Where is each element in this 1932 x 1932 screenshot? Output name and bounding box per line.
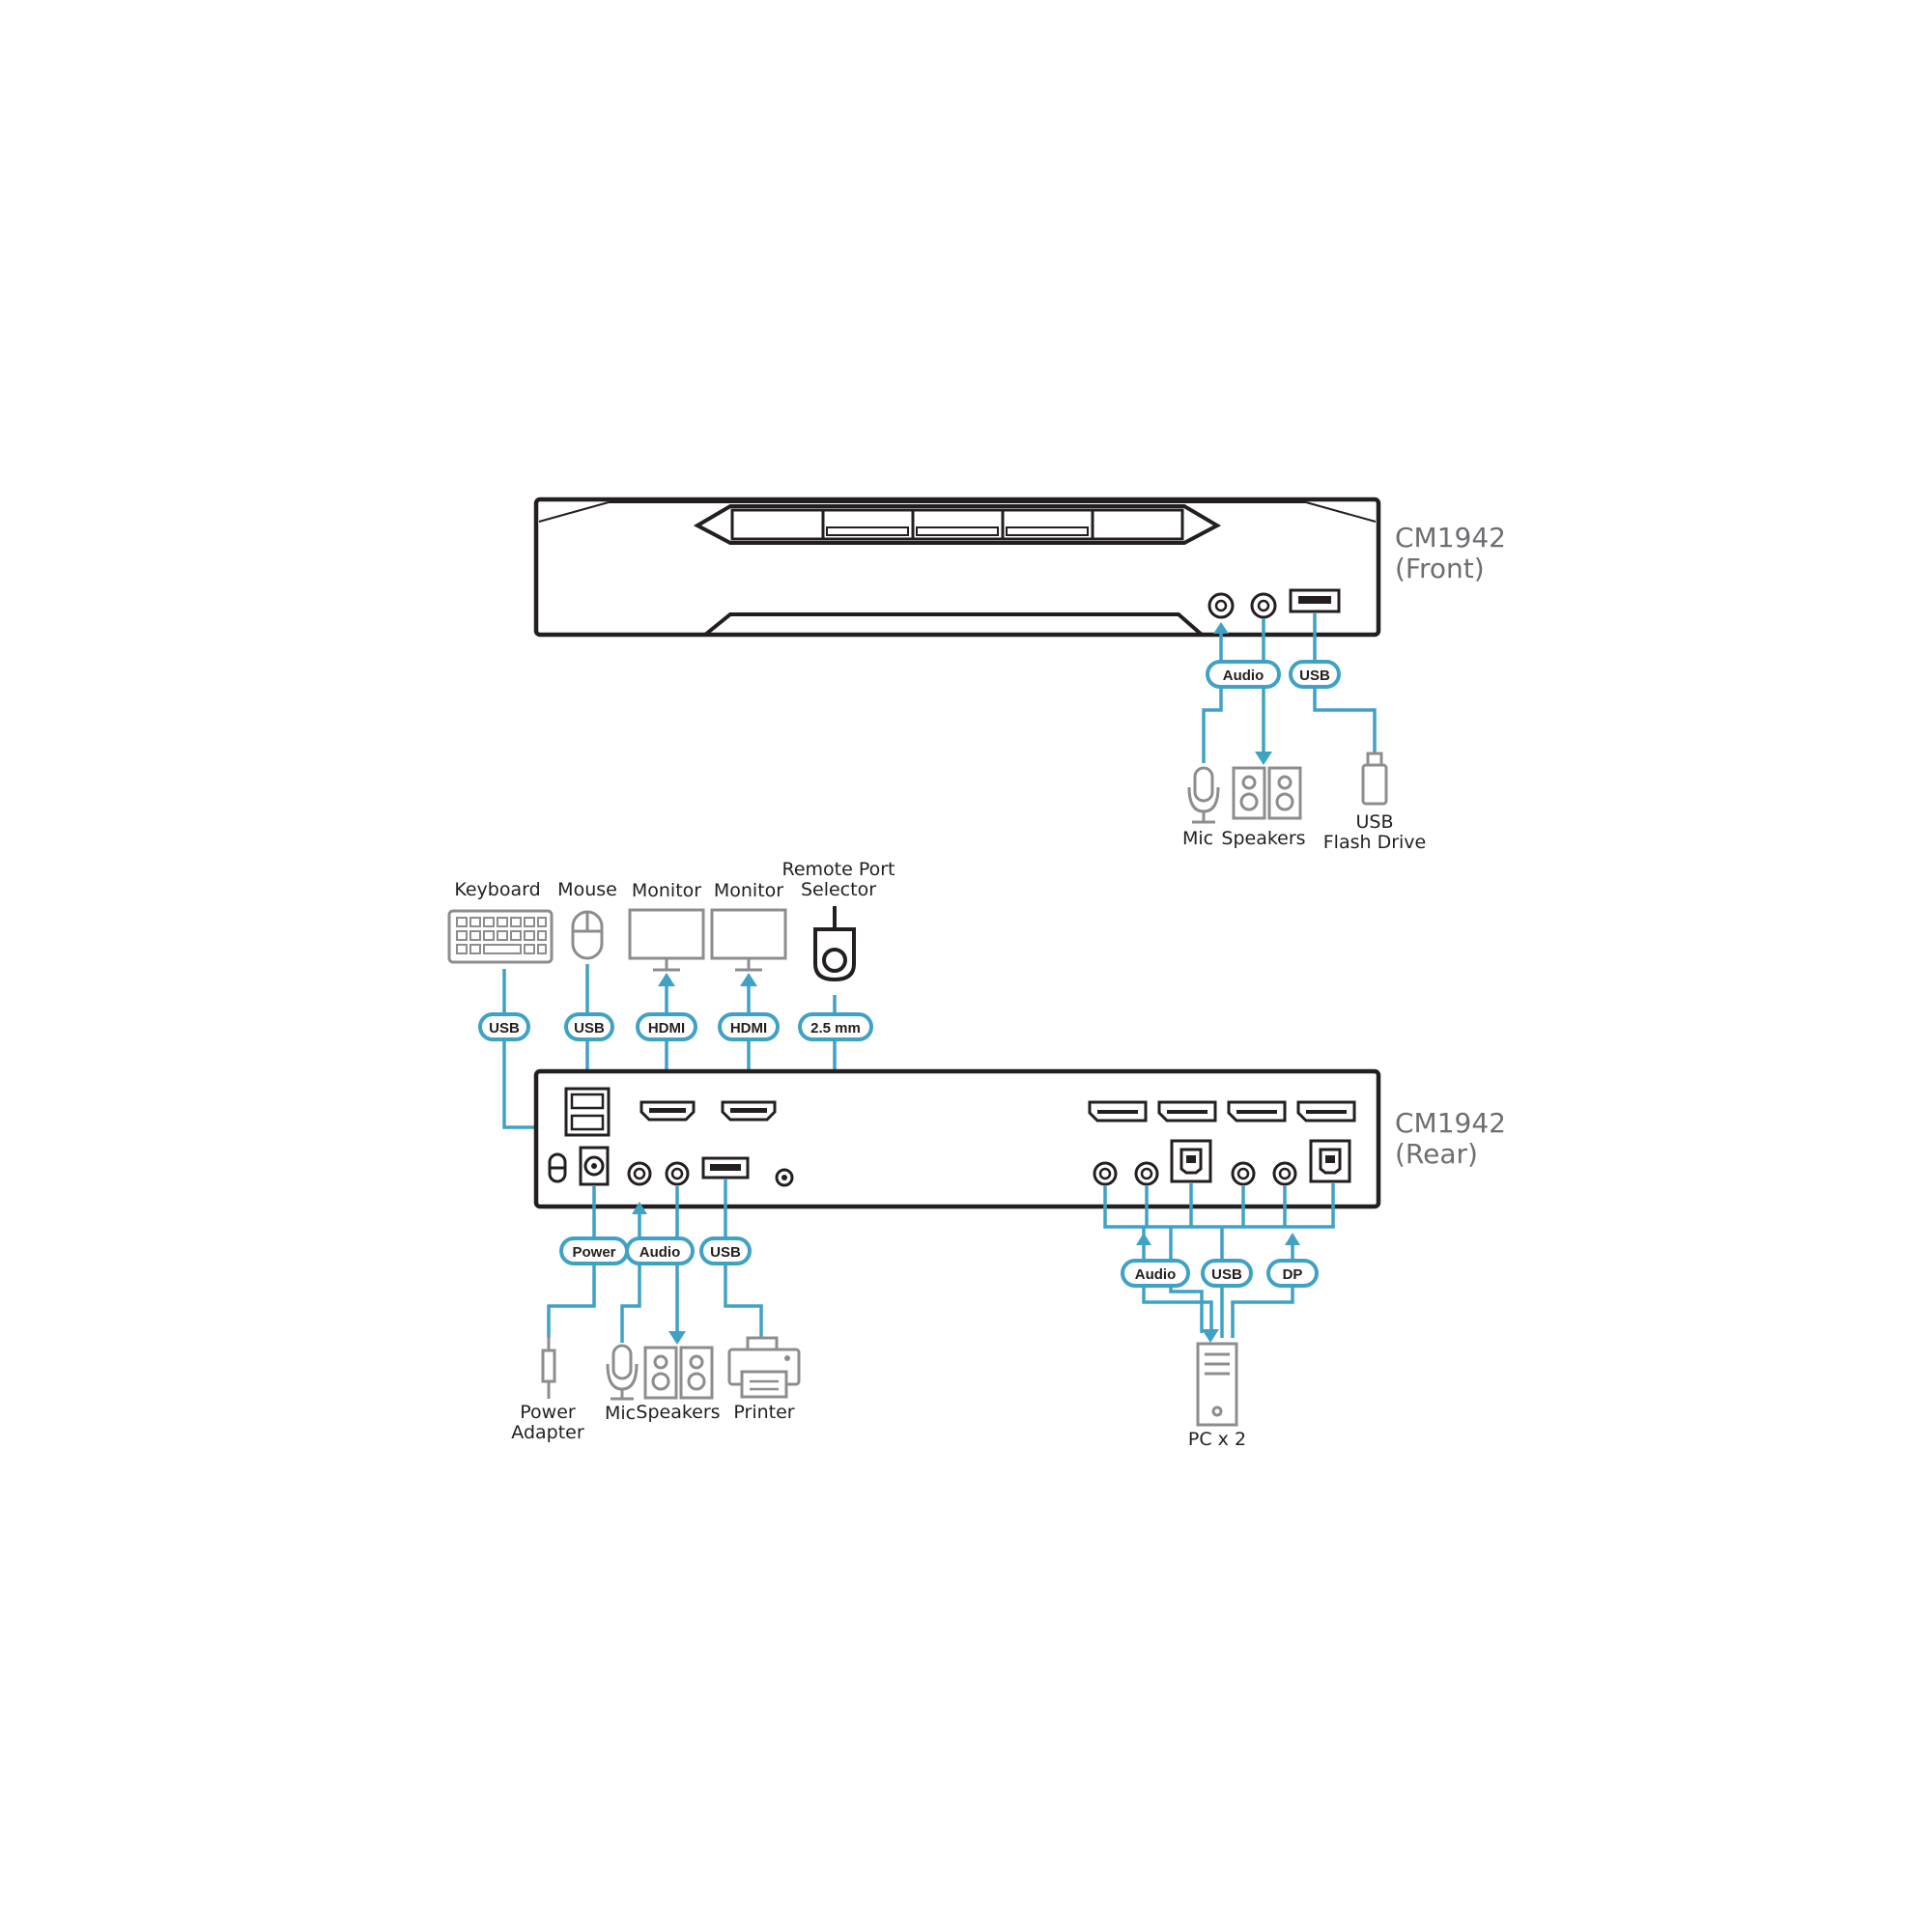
mouse-icon xyxy=(571,910,604,960)
power-adapter-label-2: Adapter xyxy=(511,1422,584,1443)
usb-flash-label-1: USB xyxy=(1355,811,1393,833)
dp-port-2-icon xyxy=(1157,1100,1217,1122)
rear-audio-connector-pill: Audio xyxy=(625,1236,695,1265)
printer-label: Printer xyxy=(733,1402,794,1423)
svg-text:Audio: Audio xyxy=(1135,1266,1177,1283)
front-usb-connector-pill: USB xyxy=(1289,660,1341,689)
monitor2-label: Monitor xyxy=(714,880,783,901)
svg-text:USB: USB xyxy=(1211,1266,1242,1283)
pc-usb-connector-pill: USB xyxy=(1201,1259,1253,1288)
rear-console-usb-ports-icon xyxy=(564,1087,611,1137)
keyboard-label: Keyboard xyxy=(454,879,540,900)
printer-icon xyxy=(727,1336,801,1399)
port-button-1[interactable] xyxy=(826,526,909,536)
svg-text:USB: USB xyxy=(710,1244,741,1261)
mouse-usb-pill: USB xyxy=(564,1012,614,1041)
front-view-label: (Front) xyxy=(1395,553,1485,584)
front-usb-port-icon xyxy=(1289,588,1341,613)
rear-speakers-label: Speakers xyxy=(636,1402,720,1423)
rear-speaker-jack-icon xyxy=(665,1161,690,1186)
rear-panel xyxy=(533,1068,1381,1209)
remote-label-1: Remote Port xyxy=(781,859,895,880)
svg-text:USB: USB xyxy=(489,1020,520,1037)
rear-bottom-cables xyxy=(547,1179,1335,1345)
svg-text:Audio: Audio xyxy=(639,1244,681,1261)
rear-usb-port-icon xyxy=(701,1156,750,1179)
pc1-usb-b-port-icon xyxy=(1170,1139,1212,1183)
rear-speakers-icon xyxy=(643,1346,714,1400)
front-speakers-label: Speakers xyxy=(1221,828,1305,849)
monitor2-hdmi-pill: HDMI xyxy=(718,1012,780,1041)
pc1-speaker-jack-icon xyxy=(1134,1161,1159,1186)
remote-label-2: Selector xyxy=(801,879,876,900)
monitor1-hdmi-pill: HDMI xyxy=(636,1012,697,1041)
dp-port-4-icon xyxy=(1296,1100,1356,1122)
usb-flash-drive-icon xyxy=(1361,752,1388,806)
front-mic-label: Mic xyxy=(1182,828,1213,849)
svg-text:DP: DP xyxy=(1283,1266,1303,1283)
front-bevel xyxy=(538,501,1377,523)
rear-usb-connector-pill: USB xyxy=(699,1236,752,1265)
pc2-mic-jack-icon xyxy=(1231,1161,1256,1186)
pc-dp-connector-pill: DP xyxy=(1266,1259,1319,1288)
svg-text:Audio: Audio xyxy=(1223,668,1264,684)
dp-port-3-icon xyxy=(1227,1100,1287,1122)
remote-port-selector-icon xyxy=(813,906,856,982)
svg-text:USB: USB xyxy=(574,1020,605,1037)
pc2-speaker-jack-icon xyxy=(1272,1161,1297,1186)
rear-view-label: (Rear) xyxy=(1395,1138,1478,1170)
pc-label: PC x 2 xyxy=(1188,1429,1246,1450)
svg-text:2.5 mm: 2.5 mm xyxy=(810,1020,861,1037)
port-button-2[interactable] xyxy=(916,526,999,536)
keyboard-icon xyxy=(447,909,554,964)
front-model-name: CM1942 xyxy=(1395,522,1506,554)
remote-2-5mm-pill: 2.5 mm xyxy=(798,1012,873,1041)
rear-hdmi2-port-icon xyxy=(721,1100,777,1122)
front-mic-icon xyxy=(1187,766,1220,824)
pc-tower-icon xyxy=(1196,1342,1238,1427)
dp-port-1-icon xyxy=(1088,1100,1148,1122)
svg-text:HDMI: HDMI xyxy=(730,1020,767,1037)
rear-model-name: CM1942 xyxy=(1395,1107,1506,1139)
monitor2-icon xyxy=(710,908,787,972)
svg-text:USB: USB xyxy=(1299,668,1330,684)
rear-mic-jack-icon xyxy=(627,1161,652,1186)
grounding-screw-icon xyxy=(548,1152,567,1183)
power-adapter-label-1: Power xyxy=(520,1402,576,1423)
power-connector-pill: Power xyxy=(559,1236,629,1265)
mouse-label: Mouse xyxy=(557,879,617,900)
rear-hdmi1-port-icon xyxy=(639,1100,696,1122)
keyboard-usb-pill: USB xyxy=(478,1012,530,1041)
power-adapter-icon xyxy=(541,1336,556,1399)
monitor1-icon xyxy=(628,908,705,972)
power-jack-icon xyxy=(579,1146,610,1186)
front-speaker-jack-icon xyxy=(1250,592,1277,619)
remote-port-jack-icon xyxy=(775,1168,794,1187)
front-bottom-lip xyxy=(703,612,1204,637)
svg-text:Power: Power xyxy=(572,1244,615,1261)
monitor1-label: Monitor xyxy=(632,880,701,901)
front-audio-connector-pill: Audio xyxy=(1206,660,1281,689)
usb-flash-label-2: Flash Drive xyxy=(1323,832,1427,853)
pc2-usb-b-port-icon xyxy=(1309,1139,1351,1183)
port-button-3[interactable] xyxy=(1006,526,1089,536)
svg-text:HDMI: HDMI xyxy=(648,1020,685,1037)
front-speakers-icon xyxy=(1232,766,1302,820)
rear-mic-label: Mic xyxy=(605,1403,636,1424)
rear-mic-icon xyxy=(606,1344,639,1401)
front-display-window xyxy=(730,508,1184,541)
pc-audio-connector-pill: Audio xyxy=(1121,1259,1190,1288)
front-panel xyxy=(533,497,1381,638)
pc1-mic-jack-icon xyxy=(1093,1161,1118,1186)
front-mic-jack-icon xyxy=(1208,592,1235,619)
rear-chassis xyxy=(533,1068,1381,1209)
